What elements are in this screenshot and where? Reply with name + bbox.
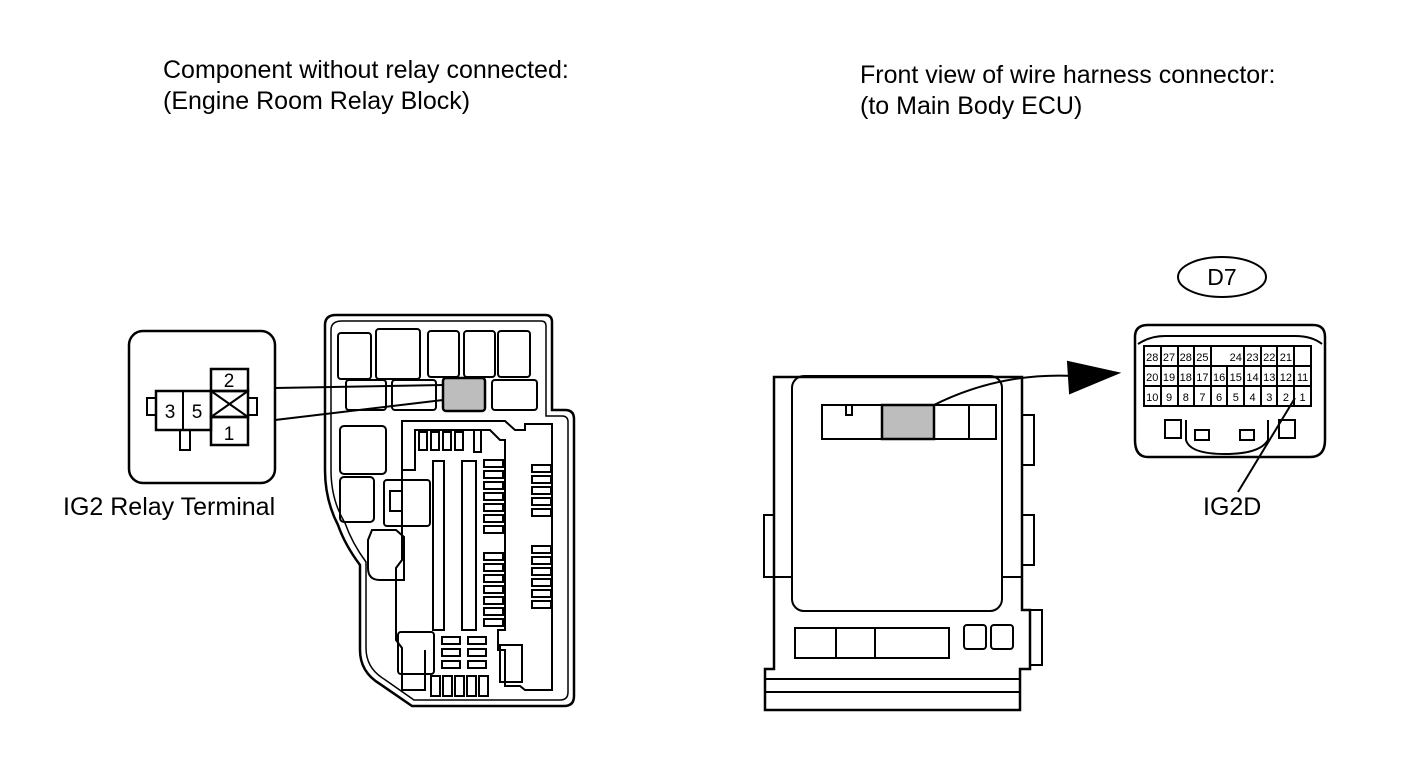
connector-pin-number: 25 — [1196, 352, 1208, 364]
connector-code: D7 — [1207, 264, 1236, 290]
connector-pin-number: 27 — [1163, 352, 1175, 364]
connector-pin-number: 20 — [1146, 372, 1158, 384]
connector-pin-number: 6 — [1216, 392, 1222, 404]
connector-pin-number: 4 — [1249, 392, 1255, 404]
connector-pin-number: 14 — [1246, 372, 1258, 384]
left-caption-line2: (Engine Room Relay Block) — [163, 87, 471, 115]
connector-pin-number: 9 — [1166, 392, 1172, 404]
right-caption-line1: Front view of wire harness connector: — [860, 61, 1276, 89]
fuse-column-mid — [483, 459, 504, 627]
connector-pin-number: 22 — [1263, 352, 1275, 364]
connector-pin-number: 23 — [1246, 352, 1258, 364]
connector-pin-number: 12 — [1280, 372, 1292, 384]
main-body-ecu — [763, 360, 1122, 712]
relay-terminal-label: IG2 Relay Terminal — [63, 493, 276, 521]
connector-pin-number: 11 — [1297, 372, 1308, 384]
d7-connector-highlight — [880, 403, 936, 441]
fuse-column-right — [531, 464, 552, 609]
relay-pin-5: 5 — [192, 402, 203, 423]
d7-connector-detail — [1133, 256, 1327, 493]
relay-pin-1: 1 — [224, 424, 235, 445]
relay-pin-3: 3 — [165, 402, 176, 423]
ig2d-pin-label: IG2D — [1203, 493, 1262, 521]
connector-pin-number: 21 — [1280, 352, 1292, 364]
engine-room-relay-block — [323, 313, 576, 708]
connector-pin-number: 24 — [1230, 352, 1242, 364]
left-caption: Component without relay connected: (Engi… — [163, 55, 569, 117]
relay-pin-2: 2 — [224, 371, 235, 392]
connector-pin-number: 18 — [1180, 372, 1192, 384]
connector-pin-number: 17 — [1196, 372, 1208, 384]
connector-pin-number: 28 — [1180, 352, 1192, 364]
left-caption-line1: Component without relay connected: — [163, 56, 569, 84]
connector-pin-number: 13 — [1263, 372, 1275, 384]
connector-pin-number: 2 — [1283, 392, 1289, 404]
connector-pin-number: 16 — [1213, 372, 1225, 384]
right-caption: Front view of wire harness connector: (t… — [860, 60, 1275, 122]
connector-pin-number: 7 — [1199, 392, 1205, 404]
connector-pin-number: 8 — [1183, 392, 1189, 404]
connector-pin-number: 5 — [1233, 392, 1239, 404]
ig2-relay-highlight — [441, 376, 487, 413]
connector-pin-number: 3 — [1266, 392, 1272, 404]
relay-pin-labels: 3 5 2 1 — [165, 371, 235, 445]
relay-terminal-callout — [127, 329, 444, 485]
connector-pin-number: 15 — [1230, 372, 1242, 384]
connector-pin-number: 1 — [1300, 392, 1306, 404]
connector-pin-number: 19 — [1163, 372, 1175, 384]
right-caption-line2: (to Main Body ECU) — [860, 92, 1083, 120]
connector-pin-number: 28 — [1146, 352, 1158, 364]
connector-pin-number: 10 — [1146, 392, 1158, 404]
